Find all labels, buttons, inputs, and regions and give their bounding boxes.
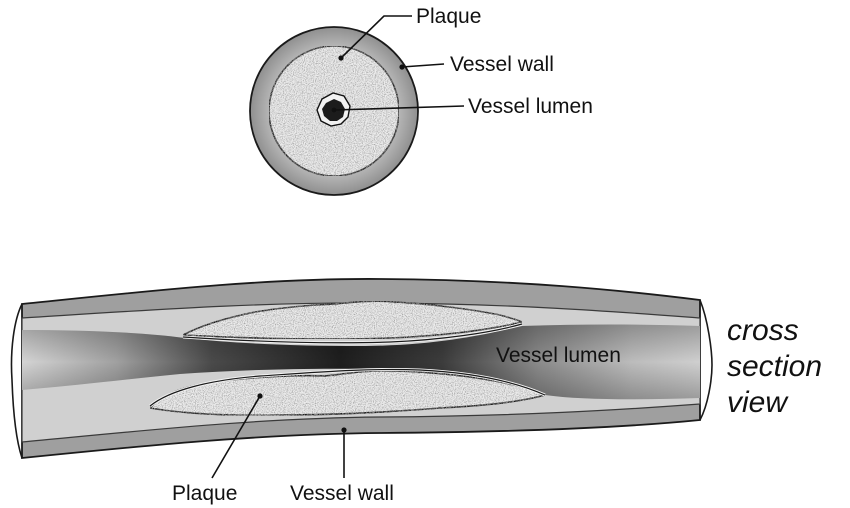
vessel-right-end (700, 300, 712, 420)
longitudinal-vessel: Vessel lumen Plaque Vessel wall (11, 279, 712, 505)
cross-section: Plaque Vessel wall Vessel lumen (250, 5, 593, 195)
caption: cross section view (727, 314, 822, 419)
vessel-wall-bottom-leader (341, 427, 346, 478)
caption-line-3: view (727, 386, 789, 419)
vessel-lumen-label: Vessel lumen (468, 95, 593, 118)
vessel-wall-bottom-label: Vessel wall (290, 482, 394, 505)
plaque-label: Plaque (416, 5, 481, 28)
plaque-bottom-label: Plaque (172, 482, 237, 505)
vessel-lumen-inner-label: Vessel lumen (496, 344, 621, 367)
vessel-wall-label: Vessel wall (450, 53, 554, 76)
caption-line-1: cross (727, 314, 799, 347)
vessel-left-end (11, 304, 22, 458)
caption-line-2: section (727, 350, 822, 383)
